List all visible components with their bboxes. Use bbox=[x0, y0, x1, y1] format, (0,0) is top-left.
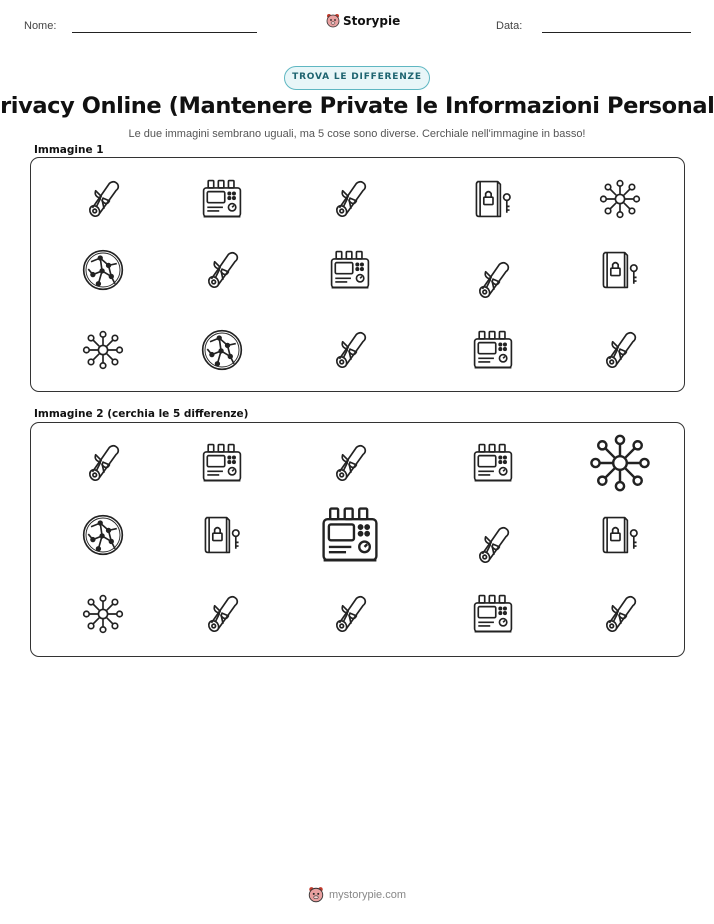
mascot-icon bbox=[326, 14, 340, 28]
network-icon bbox=[80, 327, 126, 373]
globe-icon bbox=[199, 327, 245, 373]
network-icon[interactable] bbox=[586, 429, 654, 497]
device-icon[interactable] bbox=[470, 591, 516, 637]
panel-2[interactable] bbox=[30, 422, 685, 657]
scroll-icon[interactable] bbox=[597, 591, 643, 637]
brand-logo: Storypie bbox=[326, 13, 400, 29]
locked-book-icon bbox=[597, 247, 643, 293]
name-line[interactable] bbox=[72, 32, 257, 33]
device-icon bbox=[470, 327, 516, 373]
globe-icon bbox=[80, 247, 126, 293]
scroll-icon[interactable] bbox=[199, 591, 245, 637]
network-icon bbox=[597, 176, 643, 222]
scroll-icon[interactable] bbox=[327, 440, 373, 486]
locked-book-icon[interactable] bbox=[199, 512, 245, 558]
device-icon bbox=[327, 247, 373, 293]
network-icon[interactable] bbox=[80, 591, 126, 637]
scroll-icon bbox=[327, 327, 373, 373]
footer: mystorypie.com bbox=[308, 886, 406, 904]
page-title: Privacy Online (Mantenere Private le Inf… bbox=[0, 93, 714, 119]
instructions: Le due immagini sembrano uguali, ma 5 co… bbox=[128, 128, 586, 140]
name-label: Nome: bbox=[24, 20, 57, 32]
locked-book-icon bbox=[470, 176, 516, 222]
panel-1 bbox=[30, 157, 685, 392]
scroll-icon[interactable] bbox=[327, 591, 373, 637]
mascot-icon bbox=[308, 887, 324, 903]
date-label: Data: bbox=[496, 20, 523, 32]
device-icon bbox=[199, 176, 245, 222]
device-icon[interactable] bbox=[199, 440, 245, 486]
panel-2-label: Immagine 2 (cerchia le 5 differenze) bbox=[34, 408, 249, 420]
scroll-icon bbox=[327, 176, 373, 222]
device-icon[interactable] bbox=[317, 502, 383, 568]
device-icon[interactable] bbox=[470, 440, 516, 486]
scroll-icon[interactable] bbox=[80, 440, 126, 486]
scroll-icon bbox=[470, 257, 516, 303]
footer-url: mystorypie.com bbox=[329, 889, 407, 901]
locked-book-icon[interactable] bbox=[597, 512, 643, 558]
scroll-icon bbox=[80, 176, 126, 222]
activity-badge: TROVA LE DIFFERENZE bbox=[284, 66, 430, 90]
scroll-icon[interactable] bbox=[470, 522, 516, 568]
scroll-icon bbox=[199, 247, 245, 293]
brand-name: Storypie bbox=[343, 14, 401, 28]
date-line[interactable] bbox=[542, 32, 691, 33]
panel-1-label: Immagine 1 bbox=[34, 144, 104, 156]
scroll-icon bbox=[597, 327, 643, 373]
globe-icon[interactable] bbox=[80, 512, 126, 558]
